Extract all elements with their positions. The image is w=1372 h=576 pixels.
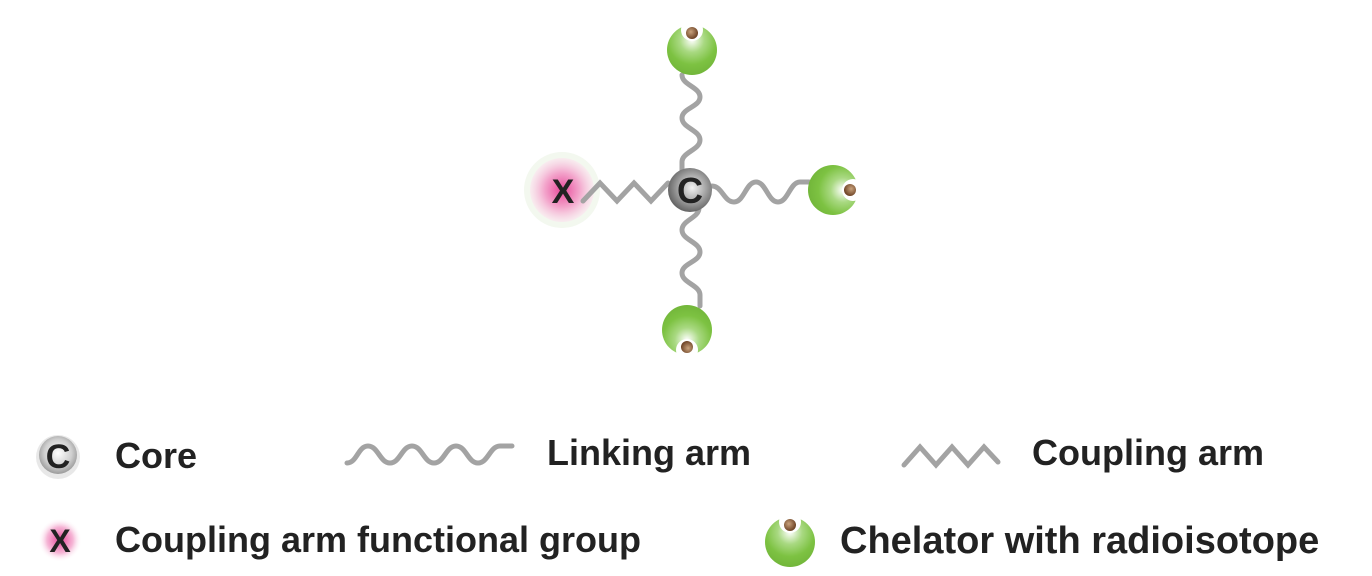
legend-item-core: C Core xyxy=(36,435,197,479)
chelator-right xyxy=(808,165,864,215)
core-node xyxy=(668,168,712,212)
chelator-top xyxy=(667,19,717,75)
linking-arm-right xyxy=(709,179,812,205)
legend-item-linking-arm: Linking arm xyxy=(344,432,751,473)
coupling-arm xyxy=(580,179,671,205)
core-letter: C xyxy=(677,170,703,211)
legend: C Core Linking arm Coupling arm X Coupli… xyxy=(36,432,1319,567)
core-icon xyxy=(39,436,77,474)
linking-arm-top xyxy=(679,72,703,175)
coupling-arm-icon xyxy=(901,443,1001,469)
legend-label-functional-group: Coupling arm functional group xyxy=(115,519,641,560)
chelator-bottom xyxy=(662,305,712,361)
legend-label-linking-arm: Linking arm xyxy=(547,432,751,473)
linking-arm-bottom xyxy=(679,205,703,309)
functional-group-letter: X xyxy=(552,173,575,211)
legend-item-coupling-arm: Coupling arm xyxy=(901,432,1264,473)
legend-label-core: Core xyxy=(115,435,197,476)
legend-item-functional-group: X Coupling arm functional group xyxy=(38,518,641,562)
legend-label-chelator: Chelator with radioisotope xyxy=(840,520,1319,562)
linking-arm-icon xyxy=(344,443,515,466)
molecule: C X xyxy=(524,19,864,361)
functional-group-node xyxy=(530,158,594,222)
functional-group-icon xyxy=(38,518,82,562)
legend-item-chelator: Chelator with radioisotope xyxy=(765,511,1319,567)
legend-label-coupling-arm: Coupling arm xyxy=(1032,432,1264,473)
functional-group-icon-letter: X xyxy=(49,523,71,559)
core-icon-letter: C xyxy=(46,438,71,476)
chelator-icon xyxy=(765,511,815,567)
